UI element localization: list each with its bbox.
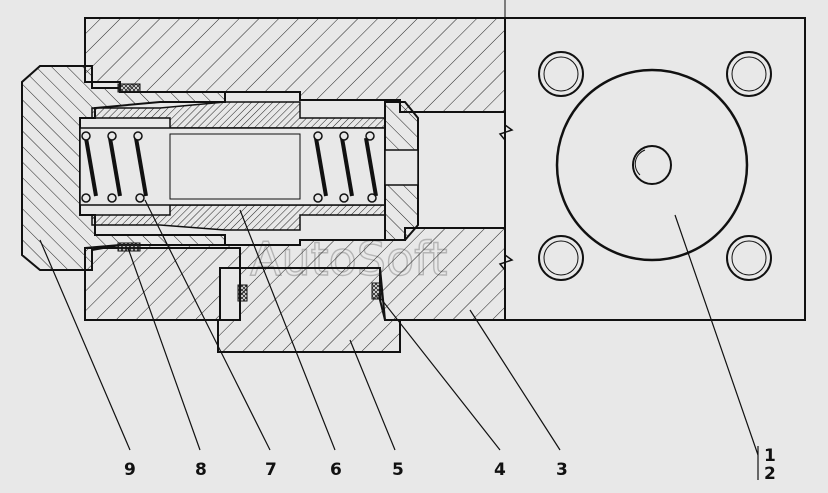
- piston-rod: [169, 133, 301, 200]
- callout-8: 8: [195, 460, 207, 480]
- callout-9: 9: [124, 460, 136, 480]
- guide-sleeve-top: [91, 101, 386, 129]
- callout-7: 7: [265, 460, 277, 480]
- leader-lines: [39, 199, 759, 480]
- bolt-hole-bottom-left: [538, 235, 584, 281]
- callout-6: 6: [330, 460, 342, 480]
- valve-seat: [217, 267, 401, 353]
- flange-bore-circle: [555, 68, 749, 262]
- callout-2: 2: [764, 464, 776, 484]
- break-line-upper: [498, 112, 514, 150]
- break-line-lower: [498, 230, 514, 320]
- spring-coils: [84, 137, 378, 197]
- callout-4: 4: [494, 460, 506, 480]
- seal-ring-upper: [117, 83, 141, 93]
- flange-side-view: [504, 17, 806, 321]
- bolt-hole-top-right: [726, 51, 772, 97]
- flange-outline: [504, 17, 806, 321]
- callout-3: 3: [556, 460, 568, 480]
- callout-5: 5: [392, 460, 404, 480]
- callout-1: 1: [764, 446, 776, 466]
- bolt-hole-bottom-right: [726, 235, 772, 281]
- guide-sleeve-bottom: [91, 204, 386, 231]
- bolt-hole-top-left: [538, 51, 584, 97]
- valve-body-upper: [84, 17, 506, 113]
- center-port-circle: [632, 145, 672, 185]
